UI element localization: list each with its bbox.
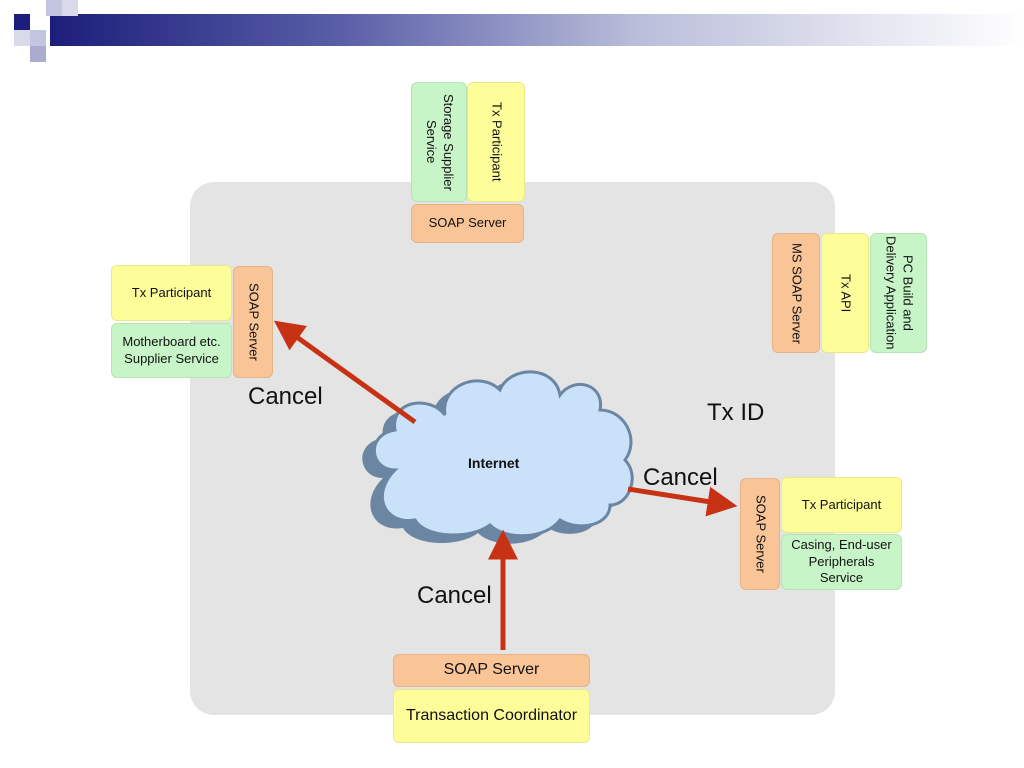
cancel-arrow-motherboard <box>273 320 417 425</box>
header-gradient-band <box>50 14 1024 46</box>
cancel-label-left: Cancel <box>248 383 323 410</box>
storage-soap-server: SOAP Server <box>411 204 524 243</box>
pc-build-application: PC Build and Delivery Application <box>870 233 927 353</box>
tx-api: Tx API <box>821 233 869 353</box>
header-square <box>30 46 46 62</box>
storage-tx-participant: Tx Participant <box>467 82 525 202</box>
ms-soap-server: MS SOAP Server <box>772 233 820 353</box>
casing-soap-server: SOAP Server <box>740 478 780 590</box>
motherboard-tx-participant: Tx Participant <box>111 265 232 321</box>
header-square <box>46 0 62 16</box>
cancel-arrow-casing <box>627 486 738 517</box>
motherboard-soap-server: SOAP Server <box>233 266 273 378</box>
header-square <box>30 14 46 30</box>
transaction-coordinator: Transaction Coordinator <box>393 689 590 743</box>
header-square <box>62 0 78 16</box>
coordinator-soap-server: SOAP Server <box>393 654 590 687</box>
header-square <box>14 14 30 30</box>
header-square <box>14 30 30 46</box>
storage-supplier-service: Storage Supplier Service <box>411 82 467 202</box>
cancel-label-right: Cancel <box>643 464 718 491</box>
casing-tx-participant: Tx Participant <box>781 477 902 533</box>
header-square <box>30 30 46 46</box>
internet-cloud <box>372 370 634 538</box>
tx-id-label: Tx ID <box>707 399 765 426</box>
motherboard-supplier-service: Motherboard etc. Supplier Service <box>111 323 232 378</box>
casing-peripherals-service: Casing, End-user Peripherals Service <box>781 534 902 590</box>
cancel-label-bottom: Cancel <box>417 582 492 609</box>
internet-label: Internet <box>468 455 520 471</box>
